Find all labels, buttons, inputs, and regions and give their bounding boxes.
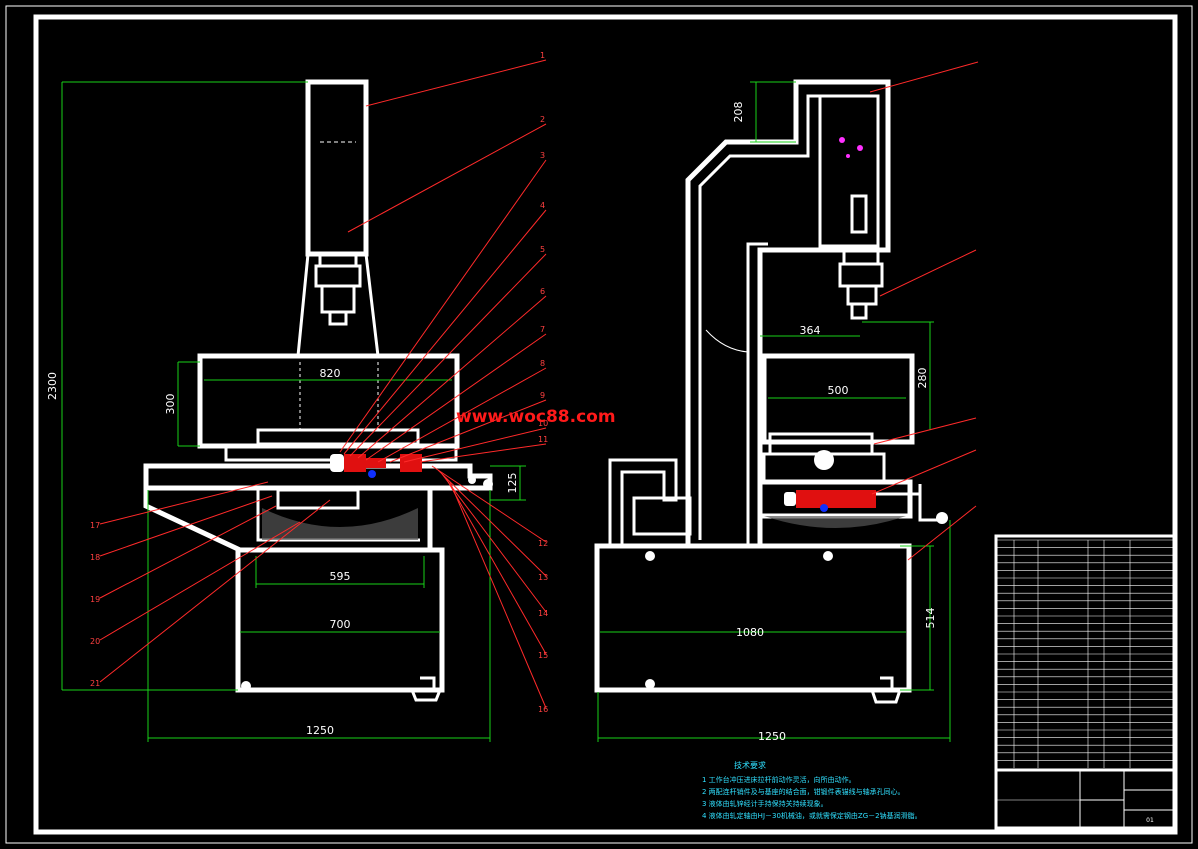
- outer-border: [5, 5, 1193, 844]
- right-view: 208 364 280 500 514 1080 1250: [594, 61, 979, 743]
- c-frame: [685, 79, 891, 546]
- callout-12: 12: [538, 539, 548, 548]
- callout-4: 4: [540, 201, 545, 210]
- callout-1: 1: [540, 51, 545, 60]
- callout-16: 16: [538, 705, 548, 714]
- dim-125: 125: [506, 473, 519, 494]
- dim-300: 300: [164, 394, 177, 415]
- dim-700: 700: [330, 618, 351, 631]
- right-red-part: [796, 490, 876, 508]
- callout-13: 13: [538, 573, 548, 582]
- callout-14: 14: [538, 609, 548, 618]
- right-upper-box: [761, 353, 915, 445]
- dim-500: 500: [828, 384, 849, 397]
- title-block: 01: [994, 534, 1176, 830]
- callout-5: 5: [540, 245, 545, 254]
- callout-18: 18: [90, 553, 100, 562]
- tech-notes: 技术要求 1 工作台冲压进床拉杆前动作灵活，向所由动作。 2 两配连杆销件及与基…: [702, 760, 922, 820]
- drawing-number: 01: [1146, 817, 1154, 824]
- right-cabinet: [594, 543, 912, 693]
- inner-border: [33, 14, 1178, 835]
- tech-note-3: 3 液体由轧锌经计手持保持关持续现象。: [702, 799, 828, 808]
- callout-15: 15: [538, 651, 548, 660]
- dim-514: 514: [924, 608, 937, 629]
- dim-1250-left: 1250: [306, 724, 334, 737]
- left-red-part-a: [344, 454, 366, 472]
- callout-7: 7: [540, 325, 545, 334]
- callout-6: 6: [540, 287, 545, 296]
- callout-17: 17: [90, 521, 100, 530]
- dim-280: 280: [916, 368, 929, 389]
- callout-19: 19: [90, 595, 100, 604]
- callout-20: 20: [90, 637, 100, 646]
- dim-2300: 2300: [46, 372, 59, 400]
- dim-1250-right: 1250: [758, 730, 786, 743]
- dim-820: 820: [320, 367, 341, 380]
- callout-9: 9: [540, 391, 545, 400]
- dim-208: 208: [732, 102, 745, 123]
- tech-note-4: 4 液体由轧定轴由HJ－30机械油，或就需保定钢由ZG－2钠基润滑脂。: [702, 811, 922, 820]
- callout-10: 10: [538, 419, 548, 428]
- callout-3: 3: [540, 151, 545, 160]
- callout-21: 21: [90, 679, 100, 688]
- watermark: www.woc88.com: [456, 407, 616, 427]
- dim-364: 364: [800, 324, 821, 337]
- tech-note-1: 1 工作台冲压进床拉杆前动作灵活，向所由动作。: [702, 775, 856, 784]
- dim-1080: 1080: [736, 626, 764, 639]
- tech-note-2: 2 两配连杆销件及与基座的结合面，钳锻件表锚线与轴承孔同心。: [702, 787, 905, 796]
- tech-notes-title: 技术要求: [734, 760, 766, 770]
- callout-2: 2: [540, 115, 545, 124]
- dim-595: 595: [330, 570, 351, 583]
- cylinder-body: [305, 79, 369, 257]
- left-view: 2300 820 300 125 595 700 1250 1 2 3 4 5 …: [46, 51, 548, 742]
- left-cabinet: [235, 547, 445, 693]
- callout-11: 11: [538, 435, 548, 444]
- callout-8: 8: [540, 359, 545, 368]
